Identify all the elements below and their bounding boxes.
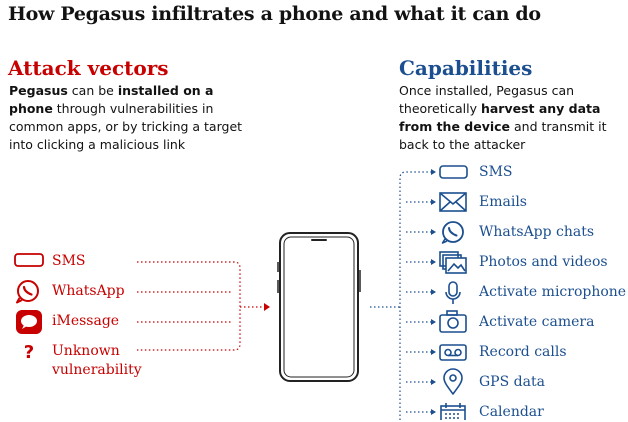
attack-desc-bold-1: Pegasus [9,83,68,98]
capability-label-camera: Activate camera [479,314,595,330]
question-mark-icon: ? [24,342,34,363]
phone-illustration [277,232,361,382]
camera-icon [439,310,467,333]
sms-icon [439,165,468,179]
attack-vectors-heading: Attack vectors [8,56,169,80]
capability-label-calendar: Calendar [479,404,544,420]
envelope-icon [439,192,467,212]
attack-arrowhead [264,303,270,311]
vector-label-unknown: Unknown [52,343,120,359]
vector-label-imessage: iMessage [52,313,120,329]
attack-vectors-description: Pegasus can be installed on a phone thro… [9,82,249,154]
cap-desc-bold: harvest any data from the device [399,101,601,134]
vector-label-whatsapp: WhatsApp [52,283,125,299]
microphone-icon [445,281,461,304]
cap-desc-plain-1: Once installed, Pegasus can theoreticall… [399,83,575,116]
capabilities-description: Once installed, Pegasus can theoreticall… [399,82,627,154]
capability-label-emails: Emails [479,194,527,210]
capability-label-record-calls: Record calls [479,344,567,360]
capability-arrowheads [431,169,436,415]
page-title: How Pegasus infiltrates a phone and what… [8,3,541,25]
voicemail-icon [439,344,467,361]
attack-desc-plain-2: through vulnerabilities in common apps, … [9,101,243,152]
capability-label-gps: GPS data [479,374,545,390]
capability-label-sms: SMS [479,164,513,180]
imessage-icon [16,310,42,334]
capability-label-microphone: Activate microphone [479,284,627,300]
attack-desc-bold-2: installed on a phone [9,83,214,116]
whatsapp-icon [16,280,39,304]
vector-label-unknown-line2: vulnerability [52,362,142,378]
capabilities-connectors [370,171,432,420]
photos-icon [439,251,467,274]
vector-label-sms: SMS [52,253,86,269]
sms-bubble-icon [14,253,44,267]
attack-connectors [137,261,264,351]
capabilities-heading: Capabilities [399,56,533,80]
cap-desc-plain-2: and transmit it back to the attacker [399,119,607,152]
capability-label-whatsapp-chats: WhatsApp chats [479,224,595,240]
location-pin-icon [443,368,463,395]
whatsapp-icon [441,221,464,244]
calendar-icon [440,403,466,420]
capability-label-photos-videos: Photos and videos [479,254,608,270]
attack-desc-plain-1: can be [67,83,118,98]
